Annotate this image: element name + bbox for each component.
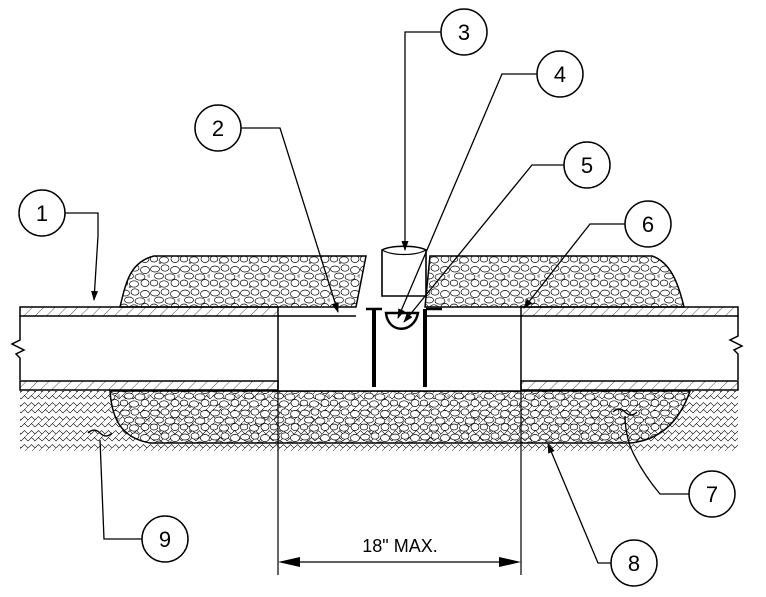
callout-number: 1 [36,201,48,226]
callout-number: 6 [642,212,654,237]
callout-6: 6 [624,200,672,248]
dimension-label: 18" MAX. [362,536,437,556]
repair-section-outline [277,315,522,392]
callout-5: 5 [563,141,611,189]
callout-3: 3 [440,8,488,56]
callout-number: 9 [159,527,171,552]
callout-number: 3 [458,20,470,45]
bottom-stone-bedding [109,390,692,444]
leader-lines [65,31,691,564]
callout-8: 8 [610,539,658,587]
callout-number: 5 [581,153,593,178]
tap-saddle-connection [366,245,442,387]
break-line-left [10,316,26,380]
callout-number: 2 [212,116,224,141]
callout-9: 9 [141,515,189,563]
dimension-18in-max: 18" MAX. [277,391,522,575]
callout-2: 2 [194,104,242,152]
callout-1: 1 [18,189,66,237]
callout-number: 8 [628,551,640,576]
callout-7: 7 [688,470,736,518]
top-stone-bedding-left [119,255,367,308]
callout-number: 4 [554,62,566,87]
callout-number: 7 [706,482,718,507]
callout-4: 4 [536,50,584,98]
top-stone-bedding-right [424,255,685,308]
break-line-right [728,316,744,380]
